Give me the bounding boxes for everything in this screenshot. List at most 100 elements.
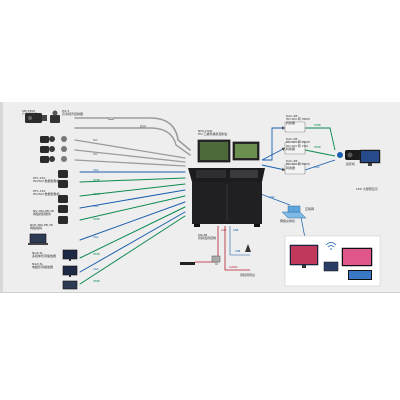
tag-hdmi-out-1: HDMI bbox=[314, 124, 321, 127]
label-pc-b: NGP-3L 电脑影音播放器 bbox=[32, 262, 53, 270]
led-screen-icon bbox=[359, 149, 381, 166]
converter-node-icon bbox=[337, 152, 343, 158]
label-ptz-1-desc: HD/SDI 数据摄像机 bbox=[33, 179, 60, 184]
tag-sdi-ptz-2: SDI bbox=[93, 153, 98, 156]
pa-box-icon bbox=[211, 255, 221, 263]
monitor-pc-b-icon bbox=[62, 265, 78, 277]
label-rack-top-model: HZ-3 bbox=[62, 109, 70, 113]
display-wall-icon bbox=[284, 235, 381, 287]
dac-box-3 bbox=[284, 163, 306, 175]
label-mixer-desk: 音频调音台 bbox=[240, 273, 256, 277]
broadcast-camera-icon bbox=[25, 113, 47, 123]
tag-hdmi-2: HDMI bbox=[93, 193, 100, 196]
dac-box-2 bbox=[284, 141, 306, 155]
label-pc-b-model: NGP-3L bbox=[32, 262, 43, 266]
ptz-controller-icon bbox=[50, 110, 60, 123]
label-projector: 投影机 bbox=[346, 162, 356, 166]
audio-mixer-icon bbox=[180, 262, 195, 265]
label-laptop: NVP-380-PB-38 网络编码 bbox=[30, 223, 53, 231]
tag-hdmi-5: HDMI bbox=[93, 280, 100, 283]
tag-vga-4: VGA bbox=[93, 268, 99, 271]
label-router: 网络交换机 bbox=[280, 219, 296, 223]
label-dac-3-desc: HD-SDI 转 HDMI bbox=[286, 162, 310, 167]
label-pc-a-desc: 多媒体影音播放器 bbox=[32, 254, 57, 259]
line-proj-b bbox=[304, 149, 336, 157]
monitor-pc-a-icon bbox=[62, 249, 78, 261]
tag-vga-2: VGA bbox=[93, 205, 99, 208]
label-camera-top: SM-5300 广播摄像机 bbox=[22, 109, 37, 117]
console-screen-right bbox=[235, 144, 257, 158]
line-ptz-1c bbox=[74, 159, 186, 167]
microphone-icon bbox=[245, 244, 251, 252]
label-console: NMI-2300 HD 口播导播机控制台 bbox=[198, 129, 228, 137]
tag-sdi-ptz-1: SDI bbox=[93, 139, 98, 142]
ptz-camera-group-2-icon bbox=[58, 170, 68, 188]
tag-hdmi-out-2: HDMI bbox=[314, 146, 321, 149]
tag-hdmi-3: HDMI bbox=[93, 218, 100, 221]
ptz-camera-group-3-icon bbox=[58, 195, 68, 224]
line-ptz-1a bbox=[74, 139, 186, 159]
line-ptz-1b bbox=[74, 149, 186, 163]
tag-vga-1: VGA bbox=[93, 169, 99, 172]
label-ptz-2-desc: HD/SDI 数据摄像机 bbox=[33, 192, 60, 197]
laptop-bottom-icon bbox=[62, 280, 78, 290]
tag-vga-3: VGA bbox=[93, 236, 99, 239]
output-devices bbox=[281, 121, 381, 287]
line-audio-1 bbox=[224, 226, 250, 271]
network-switch-icon bbox=[281, 205, 307, 219]
tag-pa: PA bbox=[215, 263, 219, 266]
broadcast-console bbox=[188, 139, 265, 227]
tag-vga-out: VGA bbox=[314, 166, 320, 169]
label-rack-top: HZ-3 高清视讯控制器 bbox=[62, 109, 84, 117]
tag-sdi-second: SDI bbox=[140, 125, 147, 128]
signal-lines-left bbox=[74, 117, 191, 285]
label-camera-top-model: SM-5300 bbox=[22, 109, 36, 113]
label-laptop-desc: 网络编码 bbox=[30, 226, 43, 231]
console-switcher-panel bbox=[196, 170, 226, 178]
label-dac-1-model: DAC-4B bbox=[286, 114, 298, 118]
label-center-audio-desc: 音频混音控制 bbox=[198, 236, 217, 241]
line-pc-a bbox=[79, 201, 186, 241]
line-ptz-3a bbox=[79, 183, 186, 197]
projector-icon bbox=[345, 150, 362, 160]
label-ptz-3: NV-180-PB-38 网络视频服务 bbox=[33, 209, 54, 217]
label-ptz-1: PTC-150 HD/SDI 数据摄像机 bbox=[33, 176, 60, 184]
diagram-left-band bbox=[0, 102, 3, 292]
line-laptop-1 bbox=[79, 195, 186, 221]
line-laptop-2 bbox=[79, 211, 186, 273]
line-dac-3 bbox=[261, 164, 286, 172]
label-dac-3-type: 转换器 bbox=[286, 165, 296, 170]
line-rack-top bbox=[74, 127, 191, 156]
label-network: 互联网 bbox=[305, 207, 315, 211]
line-camera-top bbox=[74, 117, 191, 151]
label-ptz-2: PTC-150 HD/SDI 数据摄像机 bbox=[33, 189, 60, 197]
line-ptz-3b bbox=[79, 189, 186, 209]
ptz-camera-group-1-icon bbox=[40, 136, 67, 163]
tag-link: LINK bbox=[269, 196, 275, 199]
line-dac-1 bbox=[262, 126, 286, 161]
line-dac-2 bbox=[261, 147, 286, 161]
label-dac-1: DAC-4B HD-SDI 转 HDMI 转换器 bbox=[286, 114, 310, 125]
line-usb bbox=[229, 226, 250, 256]
label-ptz-3-model: NV-180-PB-38 bbox=[33, 209, 54, 213]
label-center-audio: MK-3B 音频混音控制 bbox=[198, 233, 217, 241]
label-rack-top-desc: 高清视讯控制器 bbox=[62, 112, 84, 117]
label-led-wall: LED 大屏幕显示 bbox=[356, 187, 378, 191]
label-pc-a-model: NGP-3L bbox=[32, 251, 43, 255]
tag-hdmi-4: HDMI bbox=[93, 253, 100, 256]
label-ptz-2-model: PTC-150 bbox=[33, 189, 46, 193]
source-devices bbox=[25, 110, 78, 290]
label-dac-2-type: 转换器 bbox=[286, 147, 296, 152]
tag-aux: AUX bbox=[221, 229, 227, 232]
dac-box-1 bbox=[284, 121, 306, 133]
label-pc-a: NGP-3L 多媒体影音播放器 bbox=[32, 251, 57, 259]
label-dac-3: DAC-4B HD-SDI 转 HDMI 转换器 bbox=[286, 159, 310, 170]
line-proj-a bbox=[305, 127, 336, 151]
tag-audio: AUDIO bbox=[229, 266, 238, 269]
line-ptz-2b bbox=[79, 177, 186, 183]
console-keyboard bbox=[230, 170, 258, 178]
line-proj-c bbox=[304, 159, 336, 171]
laptop-icon bbox=[28, 233, 48, 245]
tag-hdmi-1: HDMI bbox=[93, 179, 100, 182]
wifi-icon bbox=[325, 242, 337, 250]
